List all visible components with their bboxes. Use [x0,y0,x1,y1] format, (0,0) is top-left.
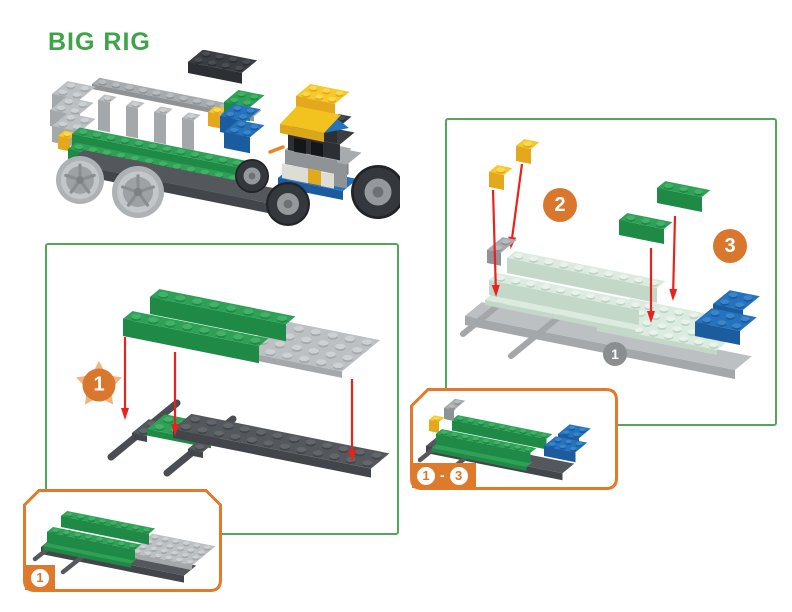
single-label: 1 [25,565,55,590]
range-to-number: 3 [449,466,468,485]
range-label: 1 - 3 [412,463,476,488]
step-1-badge: 1 [75,361,123,409]
step-1-panel: 1 [45,243,399,535]
step-3-badge: 3 [713,229,747,263]
previous-assembly-badge: 1 [603,342,627,366]
step-2-badge: 2 [543,188,577,222]
result-step-1-callout: 1 [23,489,222,592]
step-1-number: 1 [82,368,116,402]
range-from-number: 1 [417,466,435,485]
result-1-3-illustration [417,398,591,481]
result-1-illustration [32,510,216,583]
steps-2-3-illustration [460,139,760,379]
range-separator: - [440,467,445,483]
single-number: 1 [31,568,49,587]
result-steps-1-3-callout: 1 - 3 [410,388,618,490]
page-title: BIG RIG [48,28,151,56]
finished-model-image [50,50,400,226]
step-1-illustration [107,289,390,478]
steps-2-3-panel: 2 3 1 [445,118,777,426]
